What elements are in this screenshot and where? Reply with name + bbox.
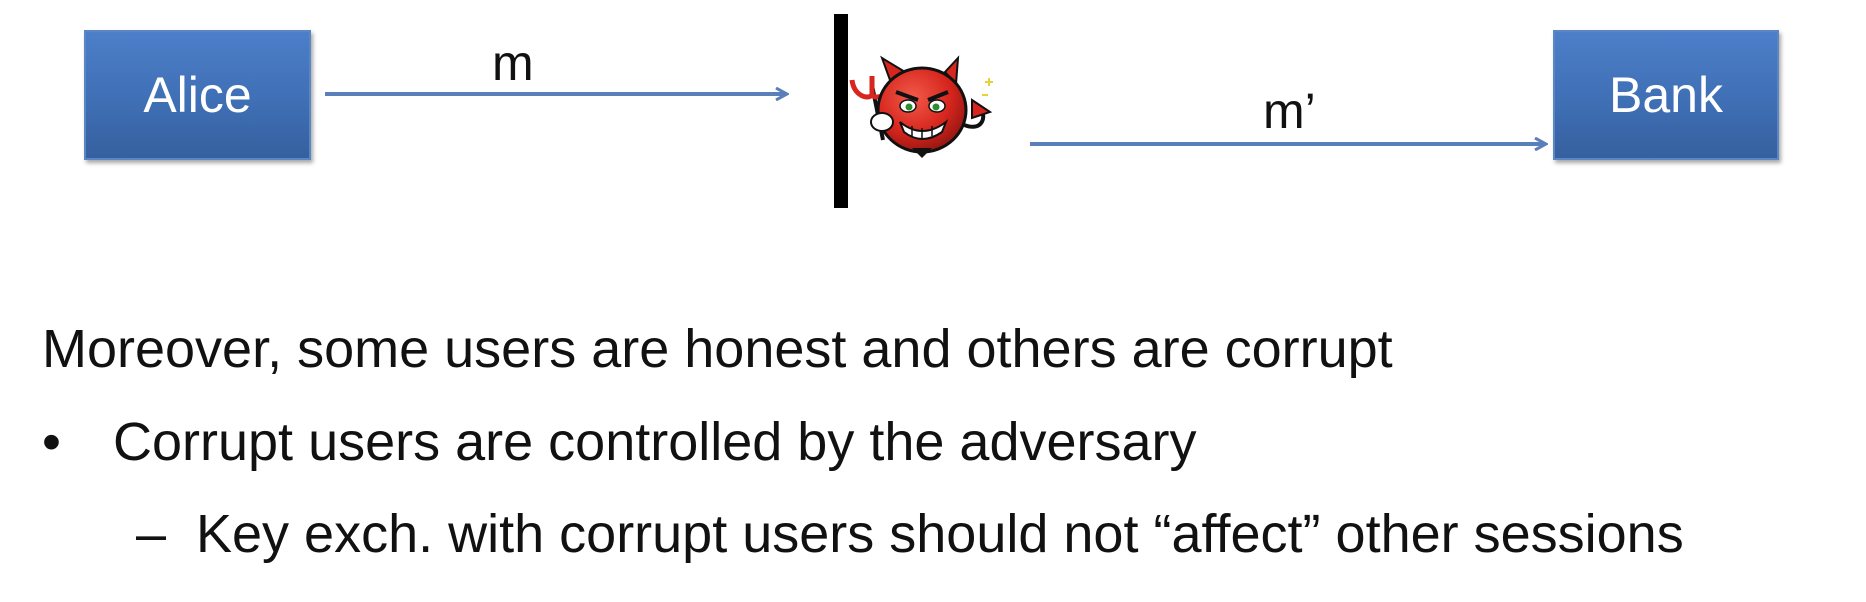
message-label-m: m — [492, 35, 534, 91]
bullet-marker: • — [42, 412, 61, 472]
statement-line: Moreover, some users are honest and othe… — [42, 319, 1393, 379]
alice-label: Alice — [143, 67, 252, 123]
message-label-m-prime: m’ — [1263, 83, 1316, 139]
sub-bullet-marker: – — [136, 504, 167, 564]
bank-node: Bank — [1553, 30, 1779, 160]
alice-node: Alice — [84, 30, 311, 160]
attack-diagram — [325, 14, 1866, 208]
bullet-item: Corrupt users are controlled by the adve… — [113, 412, 1197, 472]
bank-label: Bank — [1609, 67, 1723, 123]
sub-bullet-item: Key exch. with corrupt users should not … — [196, 504, 1684, 564]
adversary-barrier — [834, 14, 848, 208]
devil-icon — [849, 55, 993, 158]
